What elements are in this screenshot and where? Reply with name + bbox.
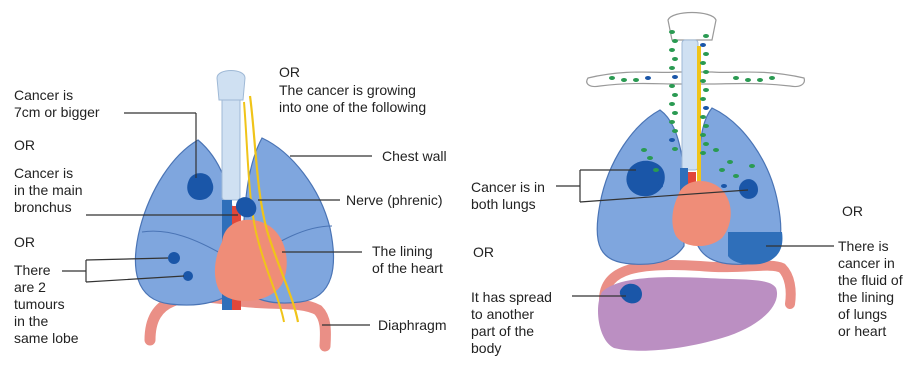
lymph-node (609, 76, 615, 80)
label-size: Cancer is 7cm or bigger (14, 87, 100, 121)
lymph-node (700, 151, 706, 155)
label-diaphragm: Diaphragm (378, 317, 446, 334)
lymph-node (703, 88, 709, 92)
lymph-node (657, 184, 663, 188)
label-or-2: OR (14, 234, 35, 251)
lymph-node (700, 115, 706, 119)
lymph-node (769, 76, 775, 80)
lymph-node (633, 78, 639, 82)
label-both-lungs: Cancer is in both lungs (471, 179, 545, 213)
lymph-node (703, 52, 709, 56)
pleural-fluid (728, 232, 782, 265)
lymph-node (669, 66, 675, 70)
right-body-illustration (556, 13, 834, 351)
lymph-node (672, 39, 678, 43)
label-heart-lining: The lining of the heart (372, 243, 443, 277)
label-growing: The cancer is growing into one of the fo… (279, 82, 426, 116)
lymph-node (733, 76, 739, 80)
lymph-node (672, 93, 678, 97)
lymph-node (749, 164, 755, 168)
heart-right (672, 181, 730, 246)
lymph-node (713, 148, 719, 152)
lymph-node (700, 79, 706, 83)
label-fluid: There is cancer in the fluid of the lini… (838, 238, 903, 340)
lymph-node (669, 138, 675, 142)
trachea-right (682, 40, 698, 170)
lymph-node (669, 84, 675, 88)
lymph-node (727, 160, 733, 164)
label-or-top: OR (279, 64, 300, 81)
lymph-node (700, 133, 706, 137)
lymph-node (745, 78, 751, 82)
lymph-node (669, 102, 675, 106)
lymph-node (672, 129, 678, 133)
lymph-node (703, 124, 709, 128)
lymph-node (621, 78, 627, 82)
trachea (222, 90, 240, 200)
lymph-node (700, 97, 706, 101)
lymph-node (647, 156, 653, 160)
lymph-node (653, 168, 659, 172)
label-nerve: Nerve (phrenic) (346, 192, 442, 209)
lymph-node (733, 174, 739, 178)
lymph-node (703, 34, 709, 38)
lymph-node (669, 48, 675, 52)
lymph-node (672, 147, 678, 151)
tumour-same-lobe (168, 252, 180, 264)
tumour-same-lobe (183, 271, 193, 281)
label-or-right: OR (842, 203, 863, 220)
larynx (217, 71, 245, 101)
lymph-node (641, 148, 647, 152)
label-bronchus: Cancer is in the main bronchus (14, 165, 82, 216)
lymph-node (672, 75, 678, 79)
tumour-large (187, 173, 213, 200)
lymph-node (703, 106, 709, 110)
lymph-node (672, 57, 678, 61)
lymph-node (721, 184, 727, 188)
heart (215, 220, 287, 301)
lymph-node (703, 142, 709, 146)
label-spread: It has spread to another part of the bod… (471, 289, 552, 357)
spinal-cord (697, 46, 701, 196)
lymph-node (669, 120, 675, 124)
lymph-node (645, 76, 651, 80)
lymph-node (672, 111, 678, 115)
label-chest-wall: Chest wall (382, 148, 447, 165)
label-tumours: There are 2 tumours in the same lobe (14, 262, 79, 347)
lymph-node (700, 61, 706, 65)
lymph-node (703, 70, 709, 74)
label-or-mid: OR (473, 244, 494, 261)
lymph-node (700, 43, 706, 47)
lymph-node (669, 30, 675, 34)
lymph-node (757, 78, 763, 82)
label-or-1: OR (14, 137, 35, 154)
lymph-node (719, 168, 725, 172)
